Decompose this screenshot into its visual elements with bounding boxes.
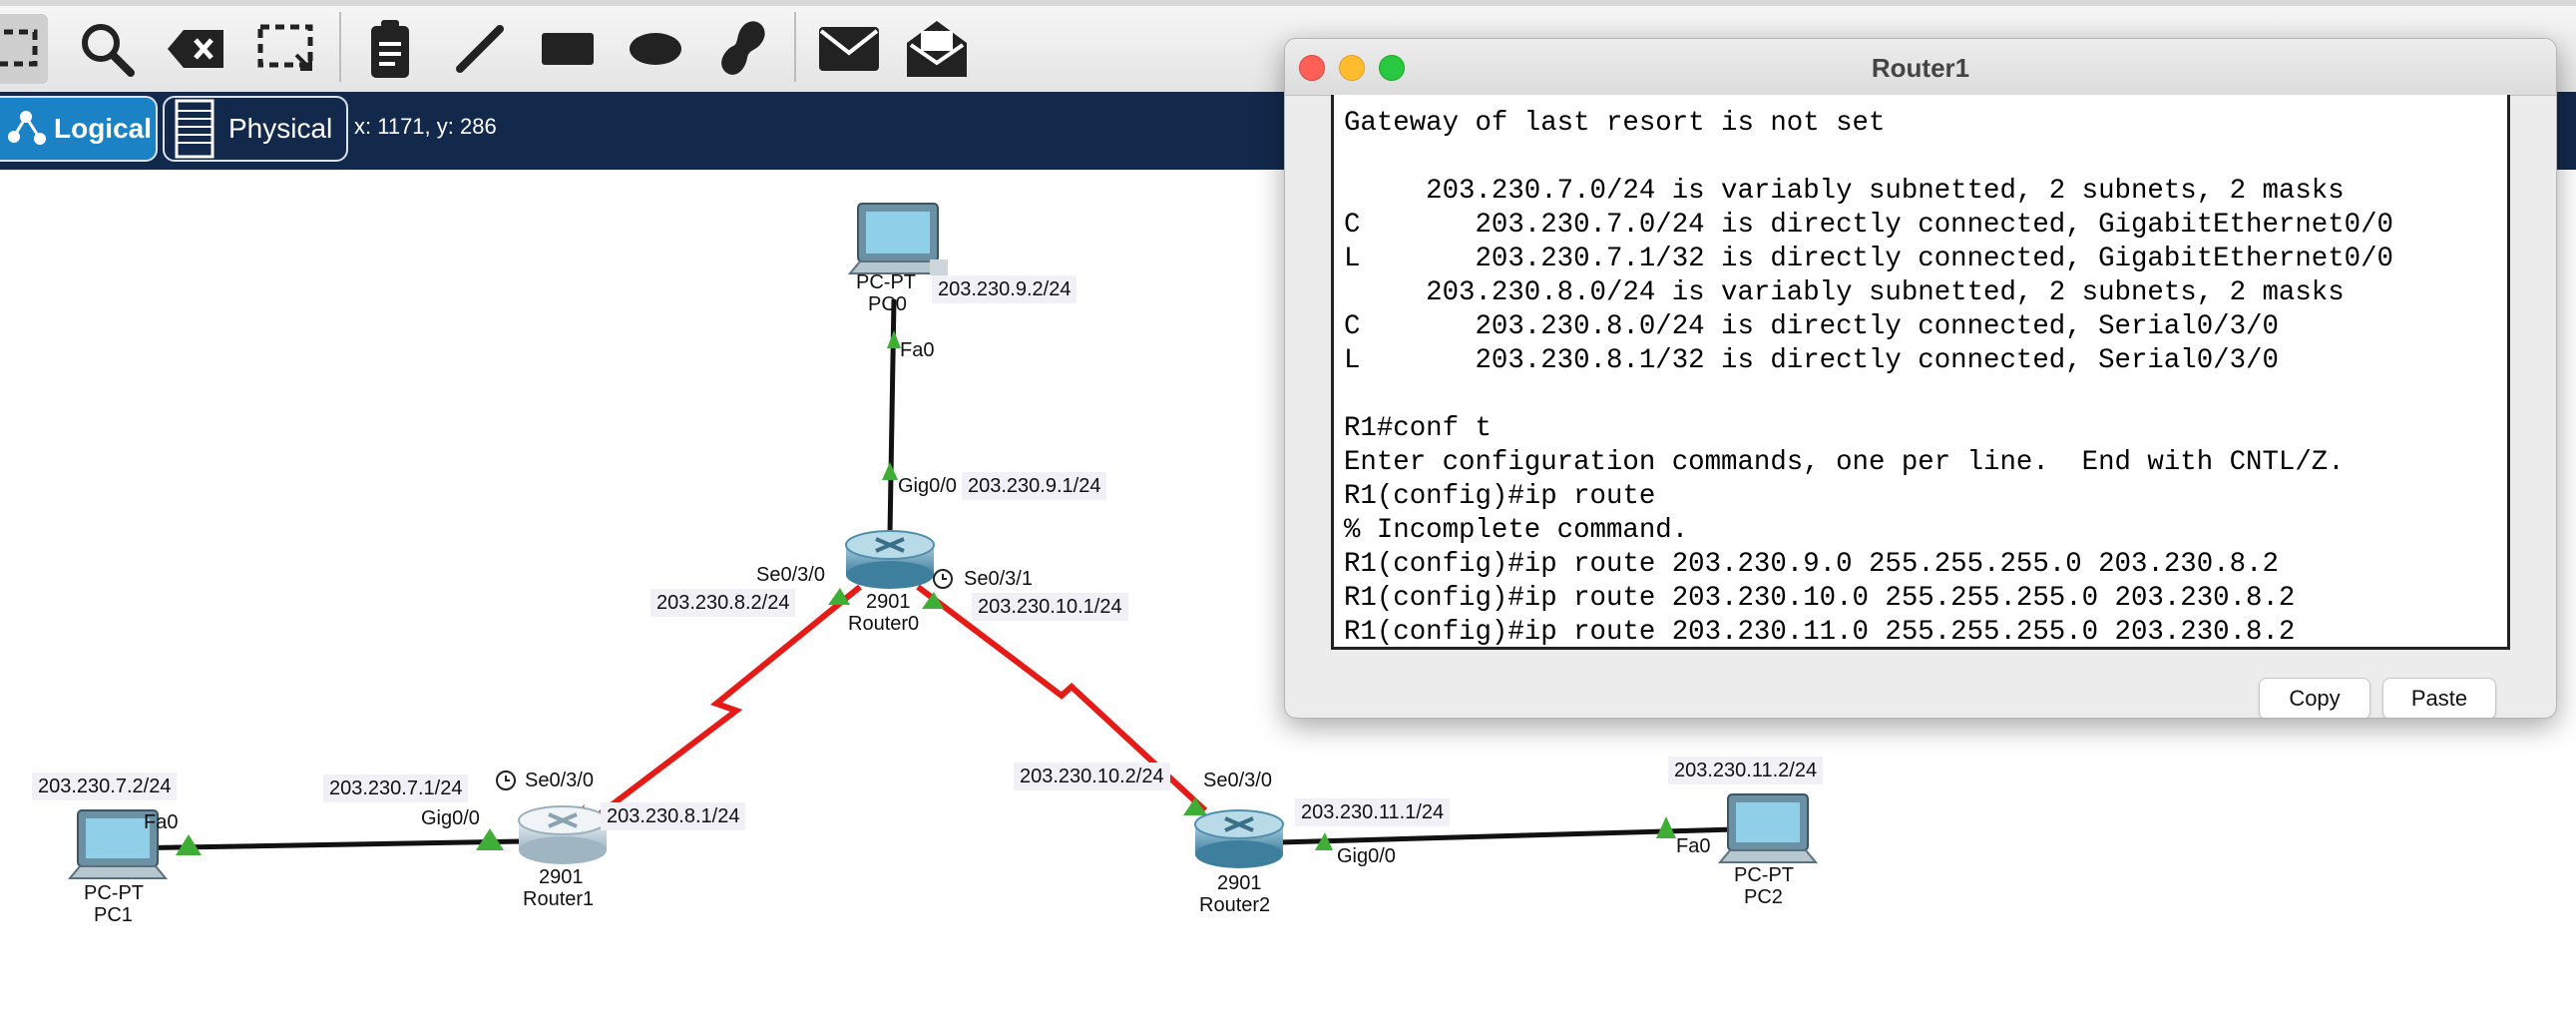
pc2-ip: 203.230.11.2/24 xyxy=(1668,757,1824,784)
router1-name: Router1 xyxy=(523,888,595,910)
router1-cli-window[interactable]: Router1 Gateway of last resort is not se… xyxy=(1284,38,2557,719)
logical-view-button[interactable]: Logical xyxy=(0,96,158,162)
router2-name: Router2 xyxy=(1199,894,1271,916)
pc1-ip: 203.230.7.2/24 xyxy=(32,772,178,800)
router0-name: Router0 xyxy=(848,613,920,635)
terminal-line: 203.230.7.0/24 is variably subnetted, 2 … xyxy=(1344,176,2345,207)
router2-gig-port: Gig0/0 xyxy=(1337,845,1396,867)
cli-terminal-output[interactable]: Gateway of last resort is not set 203.23… xyxy=(1331,95,2510,650)
physical-label: Physical xyxy=(228,113,333,144)
terminal-line: C 203.230.7.0/24 is directly connected, … xyxy=(1344,210,2393,241)
pc1-name: PC1 xyxy=(94,904,133,926)
physical-view-button[interactable]: Physical xyxy=(163,96,348,162)
rack-icon xyxy=(175,99,215,159)
link-router0-router1 xyxy=(595,584,862,819)
terminal-line: R1(config)#ip route 203.230.10.0 255.255… xyxy=(1344,583,2296,614)
minimize-button[interactable] xyxy=(1339,55,1365,81)
pc2-icon xyxy=(1717,793,1819,863)
ellipse-icon[interactable] xyxy=(623,14,688,84)
terminal-line: L 203.230.7.1/32 is directly connected, … xyxy=(1344,244,2393,274)
toolbar-divider xyxy=(794,12,796,82)
pc1-port: Fa0 xyxy=(144,811,179,833)
window-titlebar[interactable]: Router1 xyxy=(1285,39,2556,96)
window-top-edge xyxy=(0,0,2576,6)
terminal-line: Gateway of last resort is not set xyxy=(1344,108,1886,139)
port-router0-se0 xyxy=(828,588,850,605)
pc2-port: Fa0 xyxy=(1676,835,1711,857)
delete-icon[interactable] xyxy=(164,14,229,84)
select-icon[interactable] xyxy=(0,14,48,84)
pc0-port: Fa0 xyxy=(900,339,935,361)
link-router0-router2 xyxy=(916,584,1208,813)
freeform-icon[interactable] xyxy=(708,14,774,84)
terminal-line: R1(config)#ip route 203.230.11.0 255.255… xyxy=(1344,617,2296,648)
rectangle-icon[interactable] xyxy=(535,14,601,84)
router1-se-port: Se0/3/0 xyxy=(525,770,594,791)
router0-icon xyxy=(845,530,935,589)
router0-se1-port: Se0/3/1 xyxy=(964,568,1033,590)
paste-button[interactable]: Paste xyxy=(2382,678,2496,718)
logical-label: Logical xyxy=(54,113,153,144)
router0-se0-port: Se0/3/0 xyxy=(756,564,825,586)
terminal-line: R1(config)#ip route xyxy=(1344,481,1656,512)
port-router2-se xyxy=(1183,797,1207,815)
clock-icon-router1 xyxy=(496,771,516,790)
terminal-line: % Incomplete command. xyxy=(1344,515,1689,546)
terminal-line: 203.230.8.0/24 is variably subnetted, 2 … xyxy=(1344,277,2345,308)
router0-se0-ip: 203.230.8.2/24 xyxy=(650,589,796,617)
logical-topology-icon xyxy=(8,111,46,145)
pc0-type: PC-PT xyxy=(856,271,916,293)
resize-icon[interactable] xyxy=(253,14,319,84)
router1-model: 2901 xyxy=(539,866,584,888)
router2-gig-ip: 203.230.11.1/24 xyxy=(1295,798,1451,826)
port-pc1-fa0 xyxy=(176,834,202,855)
router2-se-port: Se0/3/0 xyxy=(1203,770,1272,791)
port-router0-se1 xyxy=(922,592,944,609)
port-router0-gig xyxy=(882,462,898,480)
router1-se-ip: 203.230.8.1/24 xyxy=(601,802,746,830)
close-button[interactable] xyxy=(1299,55,1325,81)
toolbar-divider xyxy=(339,12,341,82)
terminal-line: R1(config)#ip route 203.230.9.0 255.255.… xyxy=(1344,549,2279,580)
router0-model: 2901 xyxy=(866,591,911,613)
pc0-ip: 203.230.9.2/24 xyxy=(932,275,1077,303)
copy-button[interactable]: Copy xyxy=(2259,678,2370,718)
maximize-button[interactable] xyxy=(1379,55,1405,81)
router1-gig-port: Gig0/0 xyxy=(421,807,480,829)
router2-icon xyxy=(1194,809,1284,868)
pc2-type: PC-PT xyxy=(1734,864,1794,886)
pc1-icon xyxy=(67,809,169,879)
router2-se-ip: 203.230.10.2/24 xyxy=(1014,763,1170,790)
cursor-coordinates: x: 1171, y: 286 xyxy=(354,114,497,139)
router0-gig-ip: 203.230.9.1/24 xyxy=(962,472,1107,500)
port-router2-gig xyxy=(1315,832,1333,850)
port-pc0-fa0 xyxy=(887,330,901,348)
add-pdu-icon[interactable] xyxy=(816,14,882,84)
add-complex-pdu-icon[interactable] xyxy=(904,14,970,84)
terminal-line: Enter configuration commands, one per li… xyxy=(1344,447,2345,478)
window-title: Router1 xyxy=(1871,53,1970,83)
terminal-line: C 203.230.8.0/24 is directly connected, … xyxy=(1344,311,2279,342)
inspect-icon[interactable] xyxy=(74,14,140,84)
router1-gig-ip: 203.230.7.1/24 xyxy=(323,774,469,802)
router0-gig-port: Gig0/0 xyxy=(898,475,957,497)
pc2-name: PC2 xyxy=(1744,886,1783,908)
terminal-line: L 203.230.8.1/32 is directly connected, … xyxy=(1344,345,2279,376)
pc1-type: PC-PT xyxy=(84,882,144,904)
router0-se1-ip: 203.230.10.1/24 xyxy=(972,593,1128,621)
clock-icon-router0 xyxy=(933,569,953,589)
router1-icon xyxy=(518,805,608,864)
pc0-name: PC0 xyxy=(868,293,907,315)
note-icon[interactable] xyxy=(357,14,423,84)
pc0-icon xyxy=(847,203,949,275)
port-pc2-fa0 xyxy=(1656,816,1676,838)
router2-model: 2901 xyxy=(1217,872,1262,894)
terminal-line: R1#conf t xyxy=(1344,413,1492,444)
port-router1-gig xyxy=(476,828,504,850)
draw-line-icon[interactable] xyxy=(447,14,513,84)
